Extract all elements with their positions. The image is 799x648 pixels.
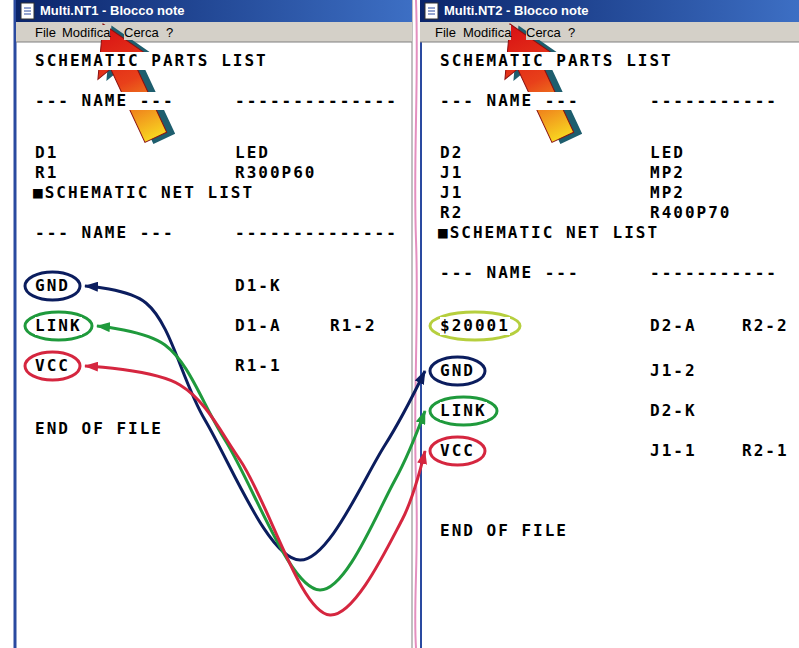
net-name: GND xyxy=(35,277,70,295)
notepad-icon xyxy=(425,3,438,19)
net-name-ellipse: LINK xyxy=(23,310,94,342)
netlist-text: J1 xyxy=(440,164,463,182)
menu-item: Modifica xyxy=(463,25,511,40)
netlist-text: --- NAME --- xyxy=(35,224,175,242)
ellipse-outline xyxy=(25,272,80,300)
menu-item: File xyxy=(435,25,456,40)
ellipse-outline xyxy=(430,312,520,340)
netlist-text: R1-1 xyxy=(235,357,282,375)
netlist-text: --- NAME --- xyxy=(440,264,580,282)
net-name: VCC xyxy=(35,357,70,375)
net-name: GND xyxy=(440,362,475,380)
net-name-ellipse: VCC xyxy=(428,435,487,467)
netlist-text: R1-2 xyxy=(330,317,377,335)
menu-bar xyxy=(16,22,412,42)
menu-item: Modifica xyxy=(62,25,110,40)
ellipse-outline xyxy=(25,352,80,380)
window-title: Multi.NT1 - Blocco note xyxy=(40,3,184,19)
netlist-text: ----------- xyxy=(650,92,778,110)
netlist-text: J1 xyxy=(440,184,463,202)
netlist-text: J1-2 xyxy=(650,362,697,380)
netlist-text: END OF FILE xyxy=(440,522,568,540)
netlist-text: -------------- xyxy=(235,224,398,242)
ellipse-outline xyxy=(430,397,497,425)
menu-item: Cerca xyxy=(124,25,159,40)
netlist-text: D1 xyxy=(35,144,58,162)
menu-bar xyxy=(420,22,799,42)
netlist-text: J1-1 xyxy=(650,442,697,460)
connector-arrow xyxy=(85,366,425,615)
netlist-text: ■SCHEMATIC NET LIST xyxy=(438,224,659,242)
netlist-text: R1 xyxy=(35,164,58,182)
connector-arrow xyxy=(97,326,425,590)
menu-item: File xyxy=(35,25,56,40)
ellipse-outline xyxy=(25,312,92,340)
menu-item: Cerca xyxy=(526,25,561,40)
netlist-text: R2-2 xyxy=(742,317,789,335)
window-panel xyxy=(16,0,412,648)
divider-line xyxy=(415,0,417,648)
net-name-ellipse: LINK xyxy=(428,395,499,427)
window-frame xyxy=(14,0,17,648)
title-bar xyxy=(16,0,412,22)
window-frame xyxy=(420,0,422,648)
notepad-window: GND LINK VCC Multi.NT1 - Blocco noteFile Mod… xyxy=(16,0,412,648)
netlist-text: R400P70 xyxy=(650,204,731,222)
window-frame xyxy=(412,0,413,648)
netlist-text: LED xyxy=(235,144,270,162)
net-name: VCC xyxy=(440,442,475,460)
netlist-text: R2 xyxy=(440,204,463,222)
net-name: LINK xyxy=(35,317,82,335)
netlist-text: MP2 xyxy=(650,184,685,202)
menu-item: ? xyxy=(568,25,575,40)
net-name-ellipse: GND xyxy=(23,270,82,302)
netlist-text: --- NAME --- xyxy=(440,92,580,110)
notepad-window: $20001GND LINK VCC Multi.NT2 - Blocco noteF… xyxy=(420,0,799,648)
netlist-text: --- NAME --- xyxy=(35,92,175,110)
netlist-text: D2-A xyxy=(650,317,697,335)
netlist-text: D2 xyxy=(440,144,463,162)
notepad-icon xyxy=(21,3,34,19)
ellipse-outline xyxy=(430,437,485,465)
net-name-ellipse: $20001 xyxy=(428,310,522,342)
netlist-text: MP2 xyxy=(650,164,685,182)
netlist-text: -------------- xyxy=(235,92,398,110)
title-bar xyxy=(420,0,799,22)
net-name: LINK xyxy=(440,402,487,420)
window-panel xyxy=(420,0,799,648)
netlist-text: SCHEMATIC PARTS LIST xyxy=(35,52,268,70)
netlist-text: R2-1 xyxy=(742,442,789,460)
net-name-ellipse: VCC xyxy=(23,350,82,382)
netlist-text: D1-A xyxy=(235,317,282,335)
net-name: $20001 xyxy=(440,317,510,335)
menu-item: ? xyxy=(166,25,173,40)
window-title: Multi.NT2 - Blocco note xyxy=(444,3,588,19)
net-name-ellipse: GND xyxy=(428,355,487,387)
menu-divider xyxy=(16,42,412,43)
netlist-text: ■SCHEMATIC NET LIST xyxy=(33,184,254,202)
netlist-text: D1-K xyxy=(235,277,282,295)
ellipse-outline xyxy=(430,357,485,385)
netlist-text: END OF FILE xyxy=(35,420,163,438)
menu-divider xyxy=(420,42,799,43)
netlist-text: R300P60 xyxy=(235,164,316,182)
netlist-text: D2-K xyxy=(650,402,697,420)
netlist-text: LED xyxy=(650,144,685,162)
netlist-text: ----------- xyxy=(650,264,778,282)
netlist-text: SCHEMATIC PARTS LIST xyxy=(440,52,673,70)
